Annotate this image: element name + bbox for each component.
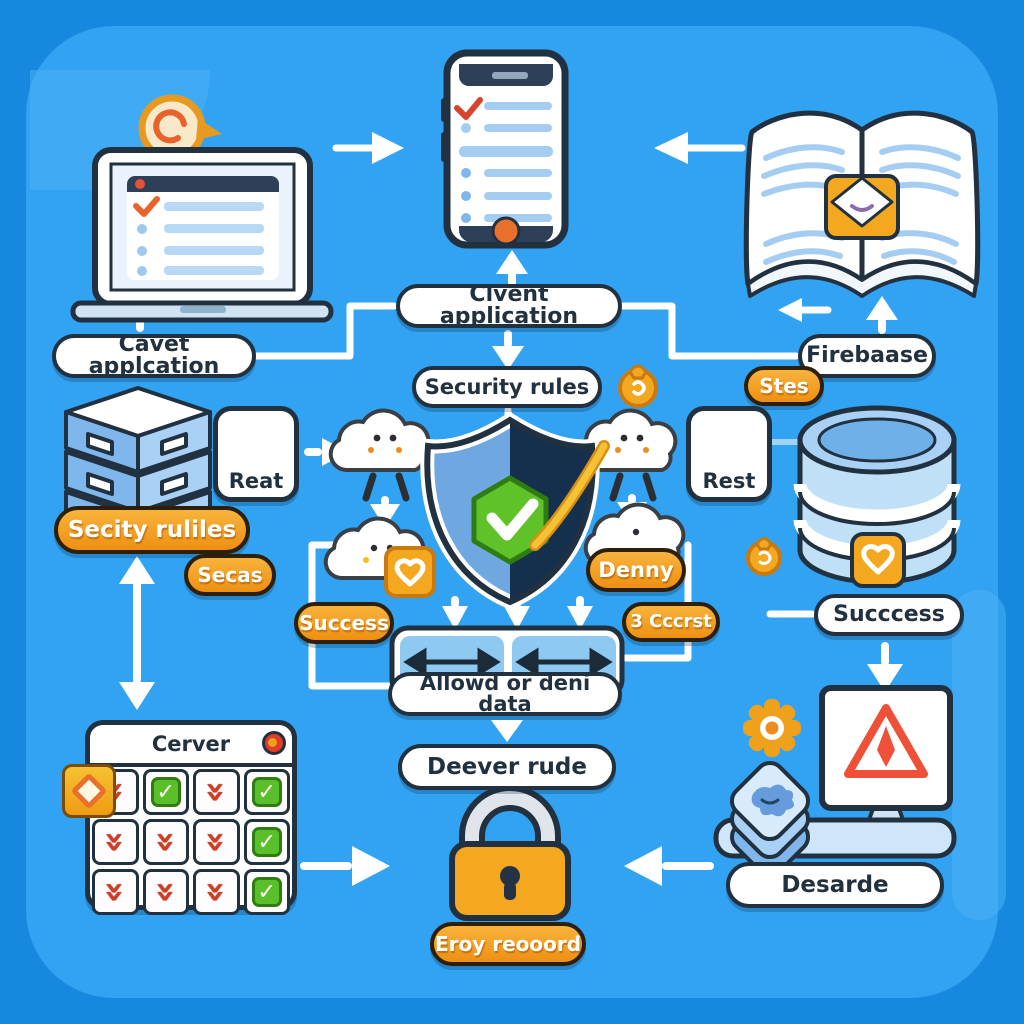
green-check-cell: ✓ — [243, 769, 290, 815]
padlock-icon — [449, 785, 571, 921]
arrow-right-laptop-phone — [372, 132, 404, 164]
rest-card-label: Rest — [702, 469, 756, 493]
heart-app-icon — [384, 546, 436, 598]
security-rules-pill: Security rules — [412, 366, 602, 408]
connector-lines — [251, 144, 832, 690]
red-check-cell: » — [142, 869, 189, 915]
red-check-cell: » — [193, 819, 240, 865]
server-stack-icon — [64, 386, 212, 554]
allow-deny-pill: Allowd or deni data — [388, 672, 622, 716]
security-shield-icon — [420, 411, 610, 610]
error-record-badge: Eroy reooord — [430, 922, 586, 966]
red-chevron-icon: » — [95, 831, 136, 853]
arrow-right-grid-lock — [300, 846, 390, 886]
read-card: Reat — [213, 406, 299, 502]
money-bag-icons — [618, 364, 782, 576]
arrow-left-book-phone — [654, 132, 688, 164]
arrow-up-to-book — [866, 296, 898, 334]
red-chevron-icon: » — [196, 881, 237, 903]
envelope-icon — [824, 174, 900, 240]
rest-card: Rest — [686, 406, 772, 502]
red-check-cell: » — [92, 869, 139, 915]
green-check-cell: ✓ — [243, 819, 290, 865]
cloud-read-icon — [328, 408, 431, 502]
arrow-up-to-phone — [496, 250, 528, 286]
sites-badge: Stes — [744, 366, 824, 406]
success-pill: Succcess — [814, 594, 964, 636]
server-rule-pill: Deever rude — [398, 744, 616, 790]
client-application-pill-left: Cavet applcation — [52, 334, 256, 378]
arrow-left-monitor-lock — [624, 846, 714, 886]
red-chevron-icon: » — [145, 831, 186, 853]
red-chevron-icon: » — [145, 881, 186, 903]
green-hex-check-icon — [471, 475, 549, 565]
green-check-icon: ✓ — [251, 877, 282, 907]
firebase-pill: Firebaase — [798, 334, 936, 378]
red-check-cell: » — [193, 769, 240, 815]
read-card-label: Reat — [228, 469, 284, 493]
green-check-icon: ✓ — [251, 827, 282, 857]
cloud-write-icon — [575, 408, 678, 502]
red-chevron-icon: » — [196, 831, 237, 853]
shield-heart-app-icon — [850, 532, 906, 588]
warning-triangle-icon — [844, 704, 928, 778]
monitor-icon — [819, 685, 953, 830]
green-check-icon: ✓ — [251, 777, 282, 807]
cloud-icons — [323, 408, 686, 598]
client-application-pill-center: Clvent application — [396, 284, 622, 328]
success-badge: Success — [294, 602, 394, 644]
cloud-deny-icon — [583, 502, 686, 567]
red-chevron-icon: » — [95, 881, 136, 903]
database-icon — [793, 405, 961, 588]
server-checklist-title: Cerver — [151, 732, 231, 756]
background-swoosh — [952, 590, 1006, 920]
server-checklist-card: Cerver »✓»✓»»»✓»»»✓ — [85, 720, 297, 915]
arrow-vertical-double — [119, 556, 155, 710]
arrow-down-to-security-rules — [492, 330, 524, 370]
smartphone-icon — [441, 49, 569, 249]
discard-pill: Desarde — [726, 862, 944, 908]
rule-diamond-badge-icon — [62, 764, 116, 818]
red-check-cell: » — [92, 819, 139, 865]
record-dot-icon — [262, 731, 286, 755]
orange-gear-icon — [743, 699, 801, 757]
arrow-down-success-monitor — [867, 642, 903, 692]
laptop-icon — [70, 94, 334, 323]
check-grid-cells: »✓»✓»»»✓»»»✓ — [90, 767, 292, 915]
deny-badge: Denny — [586, 548, 686, 592]
red-chevron-icon: » — [196, 781, 237, 803]
money-bag-icon — [746, 537, 782, 576]
server-checklist-header: Cerver — [90, 725, 292, 767]
green-check-icon: ✓ — [150, 777, 181, 807]
green-check-cell: ✓ — [243, 869, 290, 915]
layer-stack-icon — [729, 760, 811, 878]
money-bag-icon — [618, 364, 658, 408]
security-rules-badge: Secity ruliles — [54, 506, 250, 554]
green-check-cell: ✓ — [142, 769, 189, 815]
secas-badge: Secas — [184, 554, 276, 596]
arrow-left-small — [778, 298, 802, 322]
arrow-down-allow-deny — [491, 720, 523, 742]
access-badge: 3 Cccrst — [622, 602, 720, 642]
red-check-cell: » — [193, 869, 240, 915]
monitor-error-group — [713, 685, 957, 878]
open-book-icon — [743, 110, 981, 298]
red-check-cell: » — [142, 819, 189, 865]
arrow-down-cloud-left — [370, 496, 400, 528]
